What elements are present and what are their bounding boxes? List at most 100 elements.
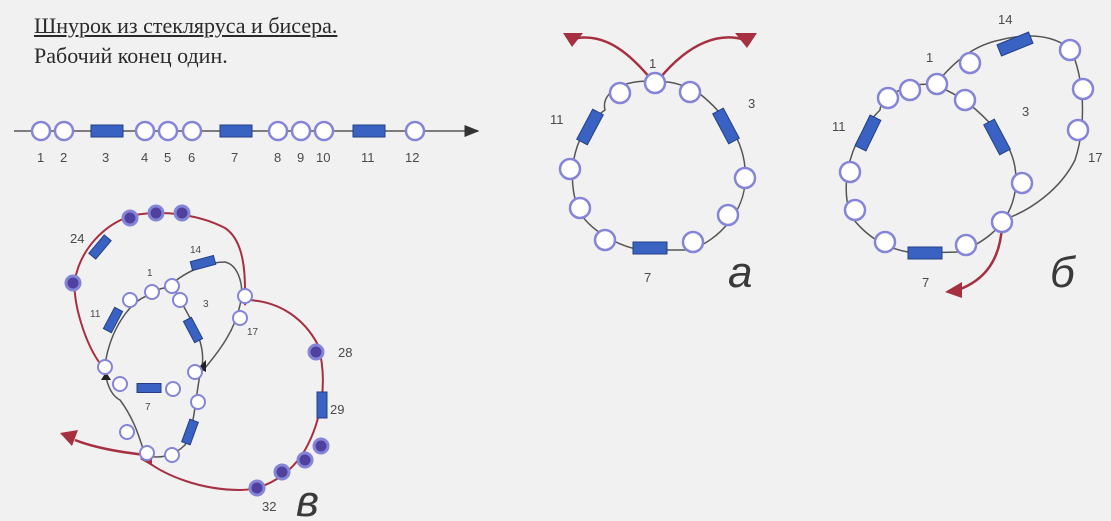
label-7: 7 <box>231 150 238 165</box>
label-4: 4 <box>141 150 148 165</box>
bead <box>1066 118 1090 142</box>
bead <box>716 203 740 227</box>
label-3: 3 <box>102 150 109 165</box>
label-v-17: 17 <box>247 327 259 338</box>
bead <box>608 81 632 105</box>
bead <box>1010 171 1034 195</box>
bead-8 <box>267 120 289 142</box>
bead-filled <box>64 274 82 292</box>
bead <box>1071 77 1095 101</box>
label-10: 10 <box>316 150 330 165</box>
diagram-letter-v: в <box>296 477 319 521</box>
bead-10 <box>313 120 335 142</box>
diagram-a: 1 3 11 7 а <box>550 33 757 297</box>
page-title: Шнурок из стекляруса и бисера. Рабочий к… <box>34 11 337 71</box>
label-b-11: 11 <box>832 119 846 134</box>
arrow-v-marker <box>101 372 111 380</box>
bugle <box>181 418 199 446</box>
label-a-11: 11 <box>550 112 564 127</box>
bead <box>593 228 617 252</box>
label-5: 5 <box>164 150 171 165</box>
strand-labels: 1 2 3 4 5 6 7 8 9 10 11 12 <box>37 150 419 165</box>
bead <box>172 292 188 308</box>
bugle <box>907 246 943 260</box>
bead-filled <box>312 437 330 455</box>
bead <box>237 288 253 304</box>
label-v-14: 14 <box>190 245 202 256</box>
bead-filled <box>307 343 325 361</box>
bead-9 <box>290 120 312 142</box>
label-a-7: 7 <box>644 270 651 285</box>
bugle <box>983 118 1011 156</box>
label-a-3: 3 <box>748 96 755 111</box>
bead <box>838 160 862 184</box>
red-thread-a-right <box>659 36 746 79</box>
bugle <box>182 316 204 344</box>
bugle-7 <box>219 124 253 138</box>
title-line-2: Рабочий конец один. <box>34 43 228 68</box>
bead <box>232 310 248 326</box>
bugle-24 <box>88 234 112 260</box>
bead-12 <box>404 120 426 142</box>
bead <box>898 78 922 102</box>
bead <box>190 394 206 410</box>
bead <box>925 72 949 96</box>
red-thread-a-left <box>567 36 651 79</box>
label-12: 12 <box>405 150 419 165</box>
bead <box>144 284 160 300</box>
label-1: 1 <box>37 150 44 165</box>
label-b-17: 17 <box>1088 150 1102 165</box>
label-v-1: 1 <box>147 268 153 279</box>
diagram-letter-a: а <box>728 248 752 297</box>
title-line-1: Шнурок из стекляруса и бисера. <box>34 13 338 38</box>
label-v-29: 29 <box>330 402 344 417</box>
bead <box>681 230 705 254</box>
bead-4 <box>134 120 156 142</box>
red-thread-b <box>957 225 1004 292</box>
bead-filled <box>121 209 139 227</box>
bead-filled <box>273 463 291 481</box>
bugle <box>576 108 604 146</box>
label-6: 6 <box>188 150 195 165</box>
red-thread-v-right <box>147 299 324 492</box>
strand-diagram: 1 2 3 4 5 6 7 8 9 10 11 12 <box>14 120 480 165</box>
label-2: 2 <box>60 150 67 165</box>
bugle <box>189 254 217 272</box>
label-v-28: 28 <box>338 345 352 360</box>
label-v-7: 7 <box>145 402 151 413</box>
diagram-letter-b: б <box>1050 248 1077 297</box>
arrow-v-out <box>60 430 78 446</box>
bead <box>958 51 982 75</box>
thread-loop-b <box>845 83 1017 254</box>
red-thread-v-out <box>74 438 146 457</box>
bugle <box>712 107 740 145</box>
bead <box>139 445 155 461</box>
bead <box>873 230 897 254</box>
bead <box>1058 38 1082 62</box>
bead <box>122 292 138 308</box>
diagram-v: 24 14 1 11 3 17 7 28 29 32 в <box>60 204 352 521</box>
bead <box>990 210 1014 234</box>
bead <box>568 196 592 220</box>
bead <box>876 86 900 110</box>
bead-1 <box>30 120 52 142</box>
bead <box>678 80 702 104</box>
label-v-3: 3 <box>203 299 209 310</box>
bead <box>119 424 135 440</box>
bead-filled <box>147 204 165 222</box>
label-v-32: 32 <box>262 499 276 514</box>
bead <box>954 233 978 257</box>
bead <box>187 364 203 380</box>
label-v-11: 11 <box>90 309 101 320</box>
label-a-1: 1 <box>649 56 656 71</box>
diagram-b: 1 14 3 11 17 7 б <box>832 12 1102 298</box>
bead <box>643 71 667 95</box>
bead-2 <box>53 120 75 142</box>
bead <box>953 88 977 112</box>
bead <box>164 278 180 294</box>
bugle <box>996 31 1034 57</box>
label-b-14: 14 <box>998 12 1012 27</box>
bead-filled <box>173 204 191 222</box>
bead <box>164 447 180 463</box>
bugle <box>136 383 162 393</box>
